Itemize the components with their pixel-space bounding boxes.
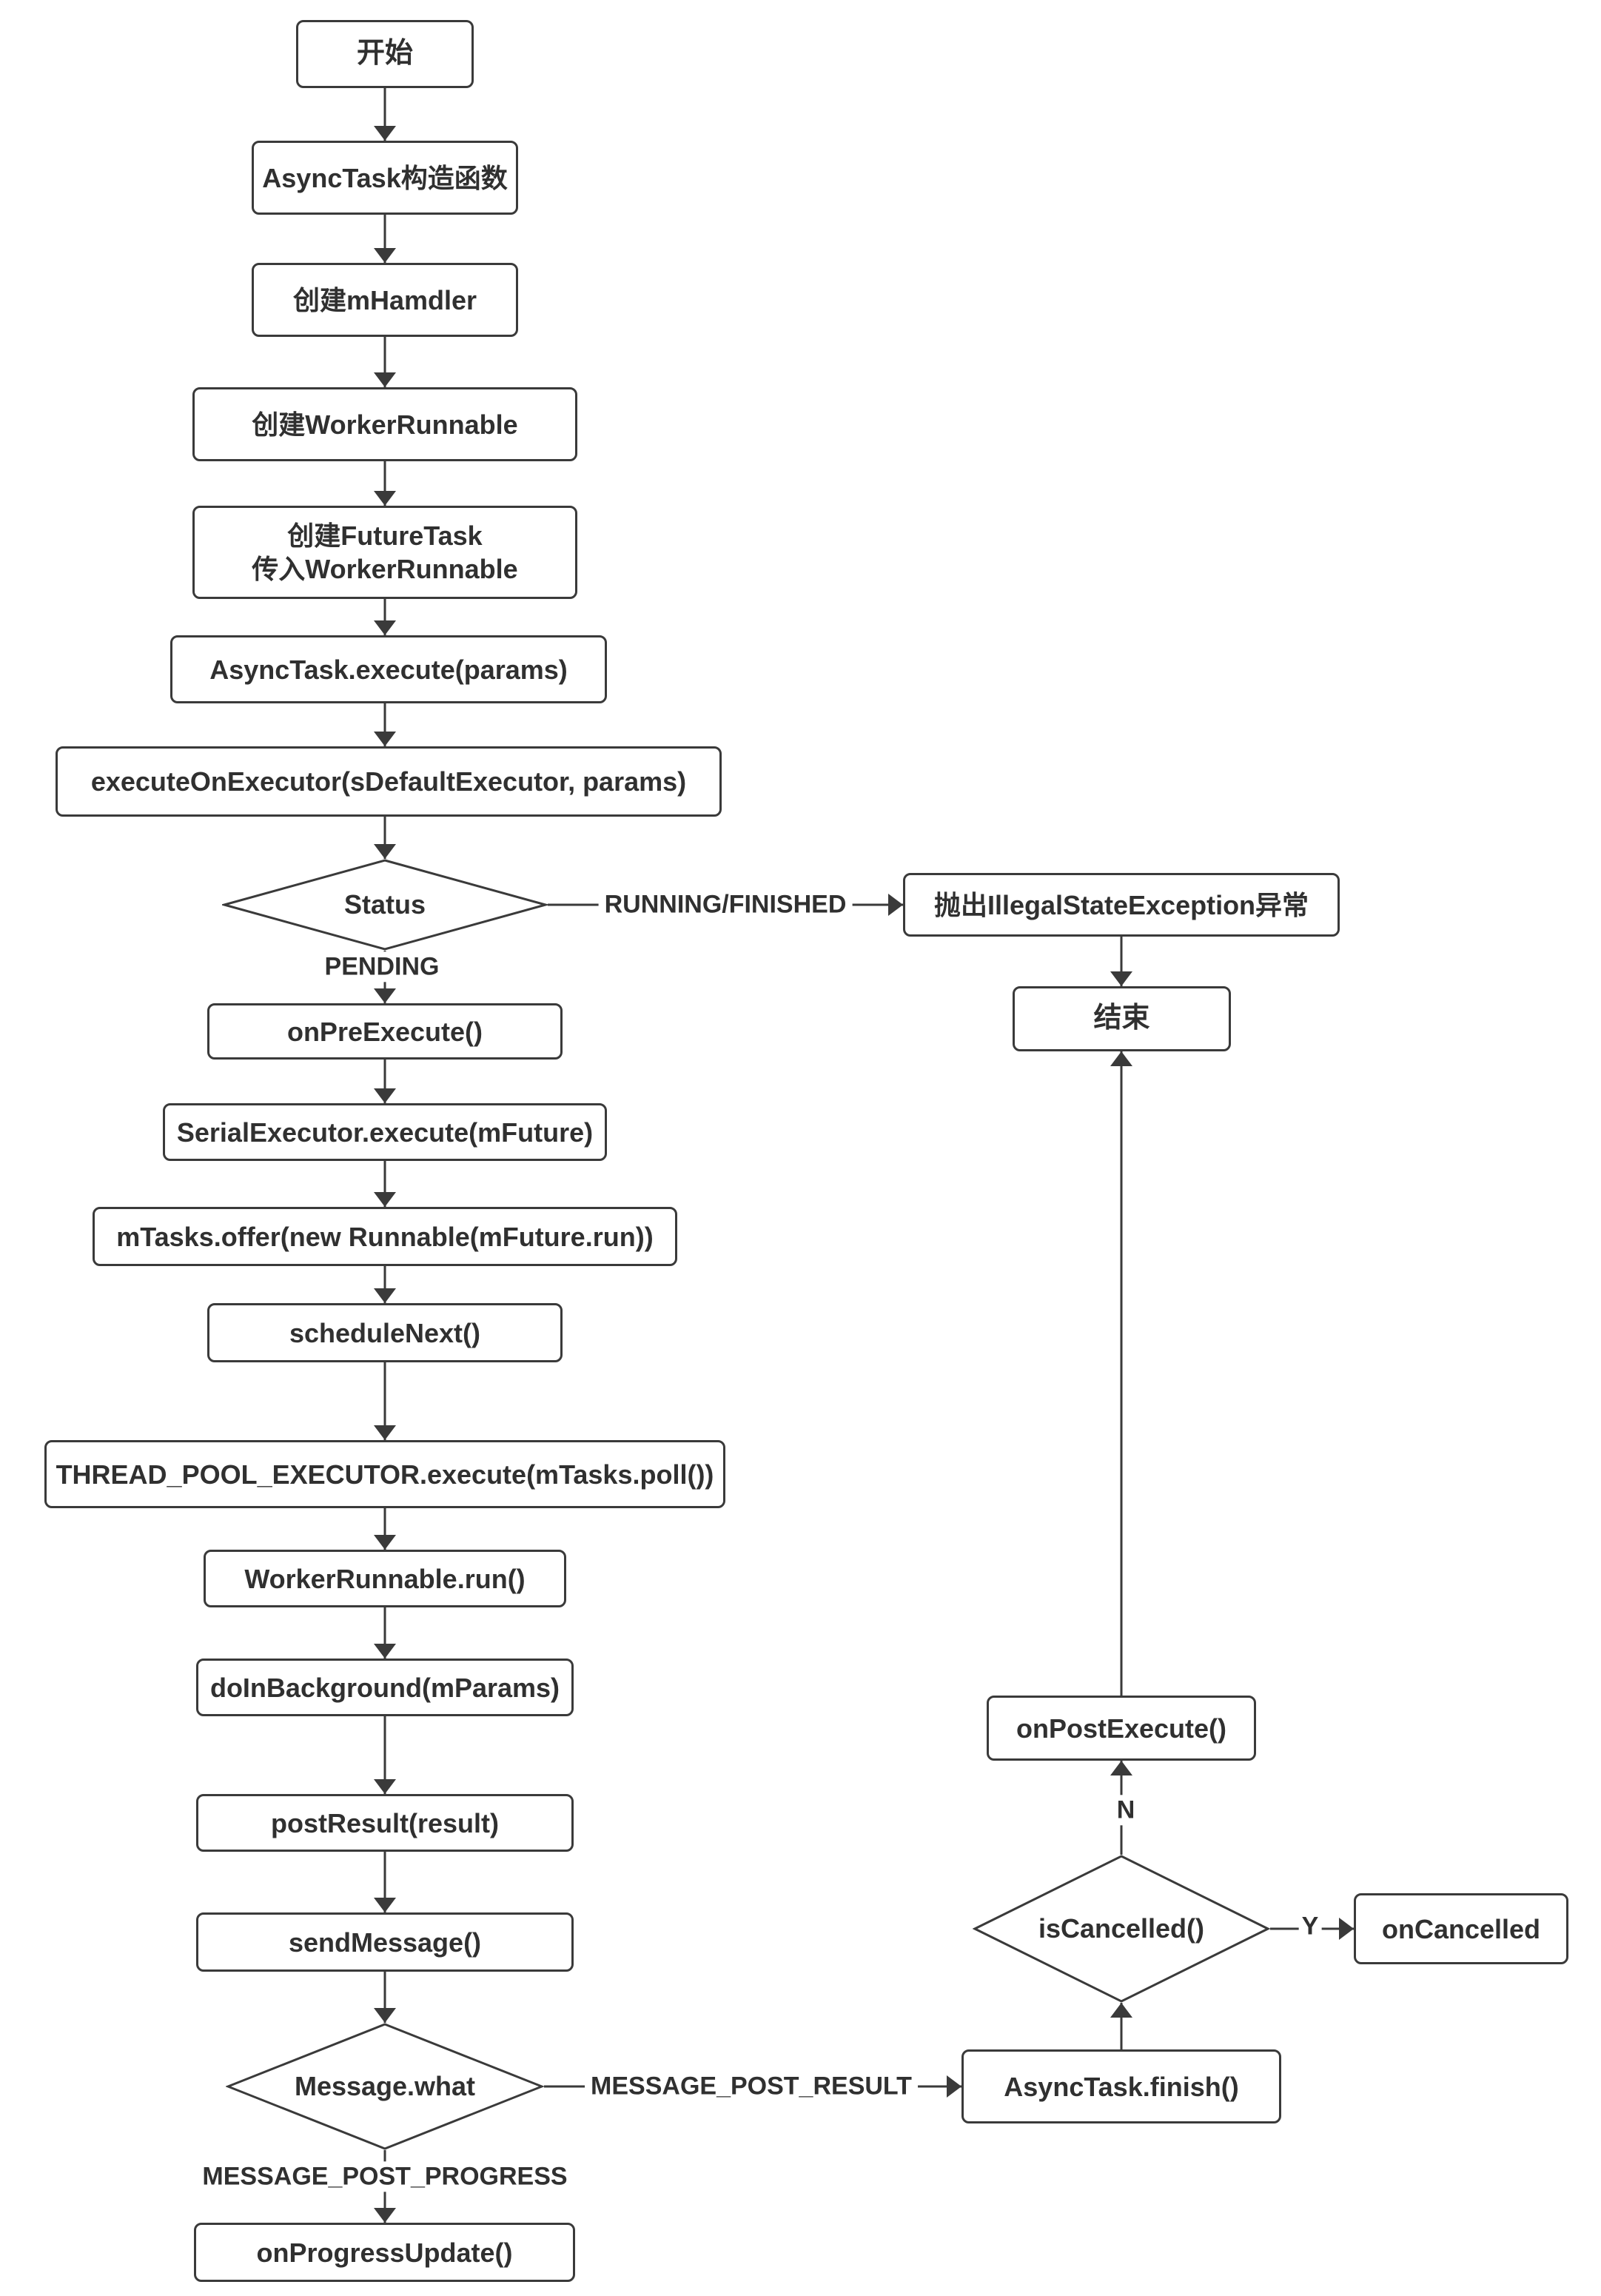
node-do-in-background: doInBackground(mParams)	[196, 1659, 574, 1716]
decision-is-cancelled: isCancelled()	[973, 1855, 1270, 2003]
edge-label-pending: PENDING	[318, 951, 446, 983]
node-end: 结束	[1013, 986, 1231, 1051]
decision-is-cancelled-label: isCancelled()	[1038, 1913, 1205, 1944]
node-post-result: postResult(result)	[196, 1794, 574, 1852]
node-create-worker-runnable: 创建WorkerRunnable	[192, 387, 577, 461]
decision-status-label: Status	[343, 889, 426, 920]
node-on-pre-execute: onPreExecute()	[207, 1003, 563, 1060]
node-asynctask-constructor: AsyncTask构造函数	[252, 141, 518, 215]
node-thread-pool-executor-execute: THREAD_POOL_EXECUTOR.execute(mTasks.poll…	[44, 1440, 725, 1508]
node-on-cancelled: onCancelled	[1354, 1893, 1568, 1964]
edge-label-y: Y	[1298, 1911, 1322, 1942]
node-create-future-task-line2: 传入WorkerRunnable	[252, 554, 518, 584]
decision-status-shape	[222, 859, 548, 951]
node-create-future-task-line1: 创建FutureTask	[287, 521, 483, 551]
node-throw-illegal-state-exception: 抛出IllegalStateException异常	[903, 873, 1340, 937]
node-create-future-task: 创建FutureTask 传入WorkerRunnable	[192, 506, 577, 599]
node-worker-runnable-run: WorkerRunnable.run()	[204, 1550, 566, 1607]
node-start: 开始	[296, 20, 474, 88]
decision-message-what-label: Message.what	[294, 2071, 476, 2101]
edge-label-n: N	[1113, 1795, 1138, 1826]
node-execute-on-executor: executeOnExecutor(sDefaultExecutor, para…	[56, 746, 722, 817]
node-create-mhandler: 创建mHamdler	[252, 263, 518, 337]
decision-message-what: Message.what	[226, 2023, 544, 2150]
node-schedule-next: scheduleNext()	[207, 1303, 563, 1362]
decision-status: Status	[222, 859, 548, 951]
edge-label-message-post-progress: MESSAGE_POST_PROGRESS	[196, 2161, 574, 2192]
node-on-post-execute: onPostExecute()	[987, 1696, 1256, 1761]
node-mtasks-offer: mTasks.offer(new Runnable(mFuture.run))	[93, 1207, 677, 1266]
node-asynctask-execute: AsyncTask.execute(params)	[170, 635, 607, 703]
node-on-progress-update: onProgressUpdate()	[194, 2223, 575, 2282]
node-asynctask-finish: AsyncTask.finish()	[961, 2049, 1281, 2123]
edge-label-running-finished: RUNNING/FINISHED	[598, 889, 853, 920]
node-send-message: sendMessage()	[196, 1912, 574, 1972]
node-serial-executor-execute: SerialExecutor.execute(mFuture)	[163, 1103, 607, 1161]
decision-message-what-shape	[226, 2023, 544, 2150]
edge-label-message-post-result: MESSAGE_POST_RESULT	[585, 2071, 918, 2102]
decision-is-cancelled-shape	[973, 1855, 1270, 2003]
